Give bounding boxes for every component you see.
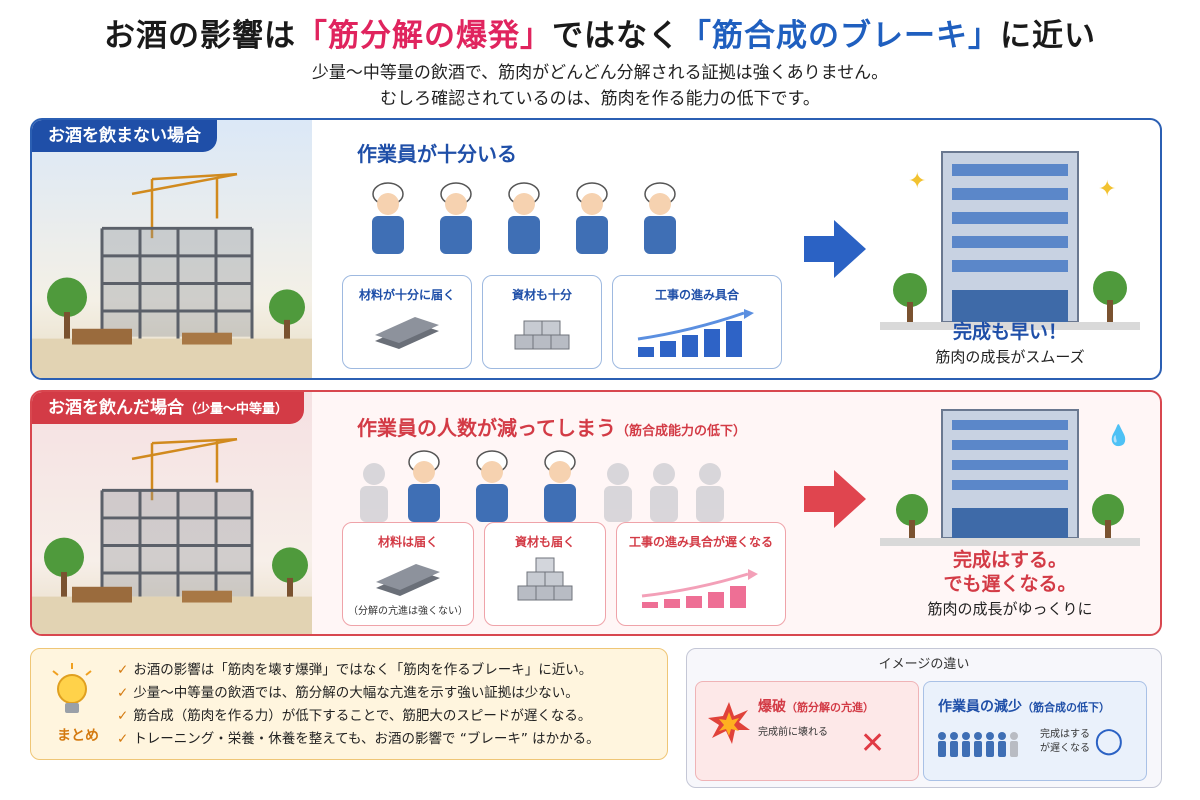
image-difference-title: イメージの違い [878,657,970,672]
progress-slow-icon [641,569,758,608]
worker-figure [544,450,576,522]
summary-label: まとめ [57,728,99,744]
absent-worker-figure [604,463,632,522]
summary-item: ✓お酒の影響は「筋肉を壊す爆弾」ではなく「筋肉を作るブレーキ」に近い。 [117,662,593,678]
building-in-progress-illustration: 💧 [880,409,1140,546]
check-icon: ✓ [117,685,129,701]
with-alcohol-heading-note: （筋合成能力の低下） [616,424,747,439]
progress-label: 工事の進み具合 [654,288,739,302]
steel-beam-icon [376,564,440,596]
progress-box: 工事の進み具合が遅くなる [616,522,786,626]
summary-item: ✓筋合成（筋肉を作る力）が低下することで、筋肥大のスピードが遅くなる。 [117,708,592,724]
explosion-sub: 完成前に壊れる [758,727,828,738]
with-alcohol-panel: お酒を飲んだ場合（少量〜中等量） 作業員の人数が減ってしまう（筋合成能力の低下） [30,390,1162,636]
title-part-2: 「筋分解の爆発」 [296,18,552,54]
no-alcohol-result-big: 完成も早い！ [952,321,1067,343]
check-icon: ✓ [117,708,129,724]
cross-icon: ✕ [860,726,886,761]
with-alcohol-heading: 作業員の人数が減ってしまう（筋合成能力の低下） [357,412,746,441]
title-part-4: 「筋合成のブレーキ」 [680,18,1000,54]
worker-figure [408,450,440,522]
no-alcohol-panel: お酒を飲まない場合 作業員が十分いる [30,118,1162,380]
with-alcohol-tag-note: （少量〜中等量） [184,402,289,417]
blocks-icon [514,320,570,350]
lightbulb-icon [52,663,92,713]
absent-worker-figure [360,463,388,522]
arrow-right-icon [804,470,866,528]
explosion-card: 爆破（筋分解の亢進） 完成前に壊れる ✕ [695,681,919,781]
with-alcohol-result-line-1: 完成はする。 [952,549,1067,571]
sparkle-icon: ✦ [908,169,926,194]
reduction-card: 作業員の減少（筋合成の低下） 完成はする が遅くなる ○ [923,681,1147,781]
materials-note: （分解の亢進は強くない） [348,606,468,617]
progress-rising-icon [637,309,754,357]
summary-item: ✓トレーニング・栄養・休養を整えても、お酒の影響で “ブレーキ” はかかる。 [117,731,600,747]
sparkle-icon: ✦ [1098,177,1116,202]
materials-label: 材料が十分に届く [358,288,455,302]
workers-row-icon [938,732,1018,757]
absent-worker-figure [650,463,678,522]
circle-icon: ○ [1094,720,1124,760]
worker-figure [576,182,608,254]
progress-label: 工事の進み具合が遅くなる [628,535,773,549]
with-alcohol-result: 完成はする。 でも遅くなる。 筋肉の成長がゆっくりに [880,548,1140,620]
completed-building-illustration: ✦ ✦ [880,151,1140,330]
with-alcohol-tag: お酒を飲んだ場合（少量〜中等量） [32,392,305,424]
construction-site-illustration [32,392,312,634]
subtitle-line-2: むしろ確認されているのは、筋肉を作る能力の低下です。 [380,89,820,109]
absent-worker-figure [696,463,724,522]
worker-figure [372,182,404,254]
title-part-1: お酒の影響は [104,18,296,54]
workers-group [360,450,724,522]
blocks-icon [517,557,573,601]
materials-box: 材料が十分に届く [342,275,472,369]
reduction-sub: 完成はする が遅くなる [1040,729,1090,754]
worker-figure [440,182,472,254]
steel-beam-icon [375,317,439,349]
materials-box: 材料は届く （分解の亢進は強くない） [342,522,474,626]
subtitle-line-1: 少量〜中等量の飲酒で、筋肉がどんどん分解される証拠は強くありません。 [311,63,889,83]
with-alcohol-result-line-2: でも遅くなる。 [943,573,1077,595]
title-part-5: に近い [1000,18,1096,54]
progress-box: 工事の進み具合 [612,275,782,369]
summary-item: ✓少量〜中等量の飲酒では、筋分解の大幅な亢進を示す強い証拠は少ない。 [117,685,579,701]
supplies-label: 資材も十分 [511,288,572,302]
supplies-box: 資材も届く [484,522,606,626]
no-alcohol-heading: 作業員が十分いる [357,142,517,166]
summary-list: ✓お酒の影響は「筋肉を壊す爆弾」ではなく「筋肉を作るブレーキ」に近い。 ✓少量〜… [117,659,600,751]
no-alcohol-result: 完成も早い！ 筋肉の成長がスムーズ [880,320,1140,368]
worker-figure [476,450,508,522]
construction-site-illustration [32,120,312,378]
supplies-label: 資材も届く [514,535,575,549]
image-difference-box: イメージの違い 爆破（筋分解の亢進） 完成前に壊れる ✕ 作業員の減少（筋合成の… [686,648,1162,788]
materials-label: 材料は届く [377,535,438,549]
title-part-3: ではなく [552,18,680,54]
no-alcohol-tag: お酒を飲まない場合 [32,120,217,152]
check-icon: ✓ [117,731,129,747]
supplies-box: 資材も十分 [482,275,602,369]
main-title: お酒の影響は「筋分解の爆発」ではなく「筋合成のブレーキ」に近い [0,10,1200,55]
worker-figure [644,182,676,254]
with-alcohol-tag-label: お酒を飲んだ場合 [48,398,184,418]
worker-figure [508,182,540,254]
workers-group [372,182,676,254]
no-alcohol-result-small: 筋肉の成長がスムーズ [935,348,1085,366]
with-alcohol-heading-main: 作業員の人数が減ってしまう [357,416,616,440]
summary-box: まとめ ✓お酒の影響は「筋肉を壊す爆弾」ではなく「筋肉を作るブレーキ」に近い。 … [30,648,668,760]
reduction-title: 作業員の減少（筋合成の低下） [938,699,1110,715]
subtitle: 少量〜中等量の飲酒で、筋肉がどんどん分解される証拠は強くありません。 むしろ確認… [0,60,1200,112]
explosion-icon [708,702,750,744]
check-icon: ✓ [117,662,129,678]
sweat-drop-icon: 💧 [1106,423,1131,447]
with-alcohol-result-small: 筋肉の成長がゆっくりに [927,600,1093,618]
arrow-right-icon [804,220,866,278]
explosion-title: 爆破（筋分解の亢進） [758,699,874,715]
